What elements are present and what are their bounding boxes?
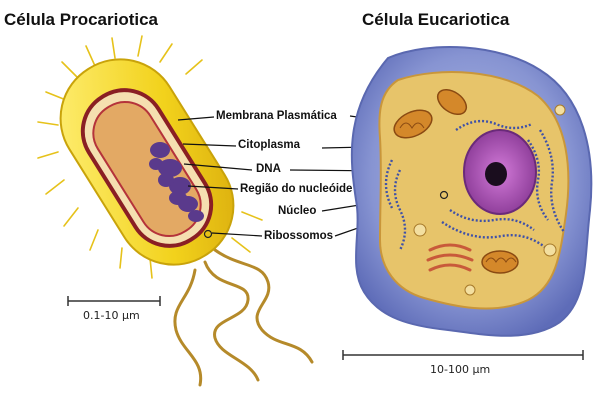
scale-label-eukaryote: 10-100 µm xyxy=(430,363,491,376)
flagella xyxy=(173,248,314,387)
label-nucleus: Núcleo xyxy=(278,205,317,217)
label-ribosomes: Ribossomos xyxy=(264,230,334,242)
endoplasmic-reticulum xyxy=(384,119,565,251)
label-dna: DNA xyxy=(256,163,281,175)
scale-label-prokaryote: 0.1-10 µm xyxy=(83,309,140,322)
eukaryote-title: Célula Eucariotica xyxy=(362,10,510,29)
nucleoid-dna xyxy=(149,142,204,222)
golgi xyxy=(426,243,474,272)
prokaryote-illustration xyxy=(37,35,314,387)
eukaryote-illustration xyxy=(350,45,593,337)
label-membrane: Membrana Plasmática xyxy=(216,110,337,122)
prokaryote-title: Célula Procariotica xyxy=(4,10,159,29)
ribosome-marker-eukaryote xyxy=(439,190,449,200)
pili xyxy=(37,35,263,279)
scale-bar-eukaryote xyxy=(342,350,584,360)
label-nucleoid: Região do nucleóide xyxy=(240,183,353,195)
nucleolus xyxy=(485,162,507,186)
mitochondria xyxy=(393,88,519,274)
label-cytoplasm: Citoplasma xyxy=(238,139,300,151)
vesicles xyxy=(413,104,566,296)
scale-bar-prokaryote xyxy=(67,296,161,306)
ribosome-marker xyxy=(203,229,213,239)
